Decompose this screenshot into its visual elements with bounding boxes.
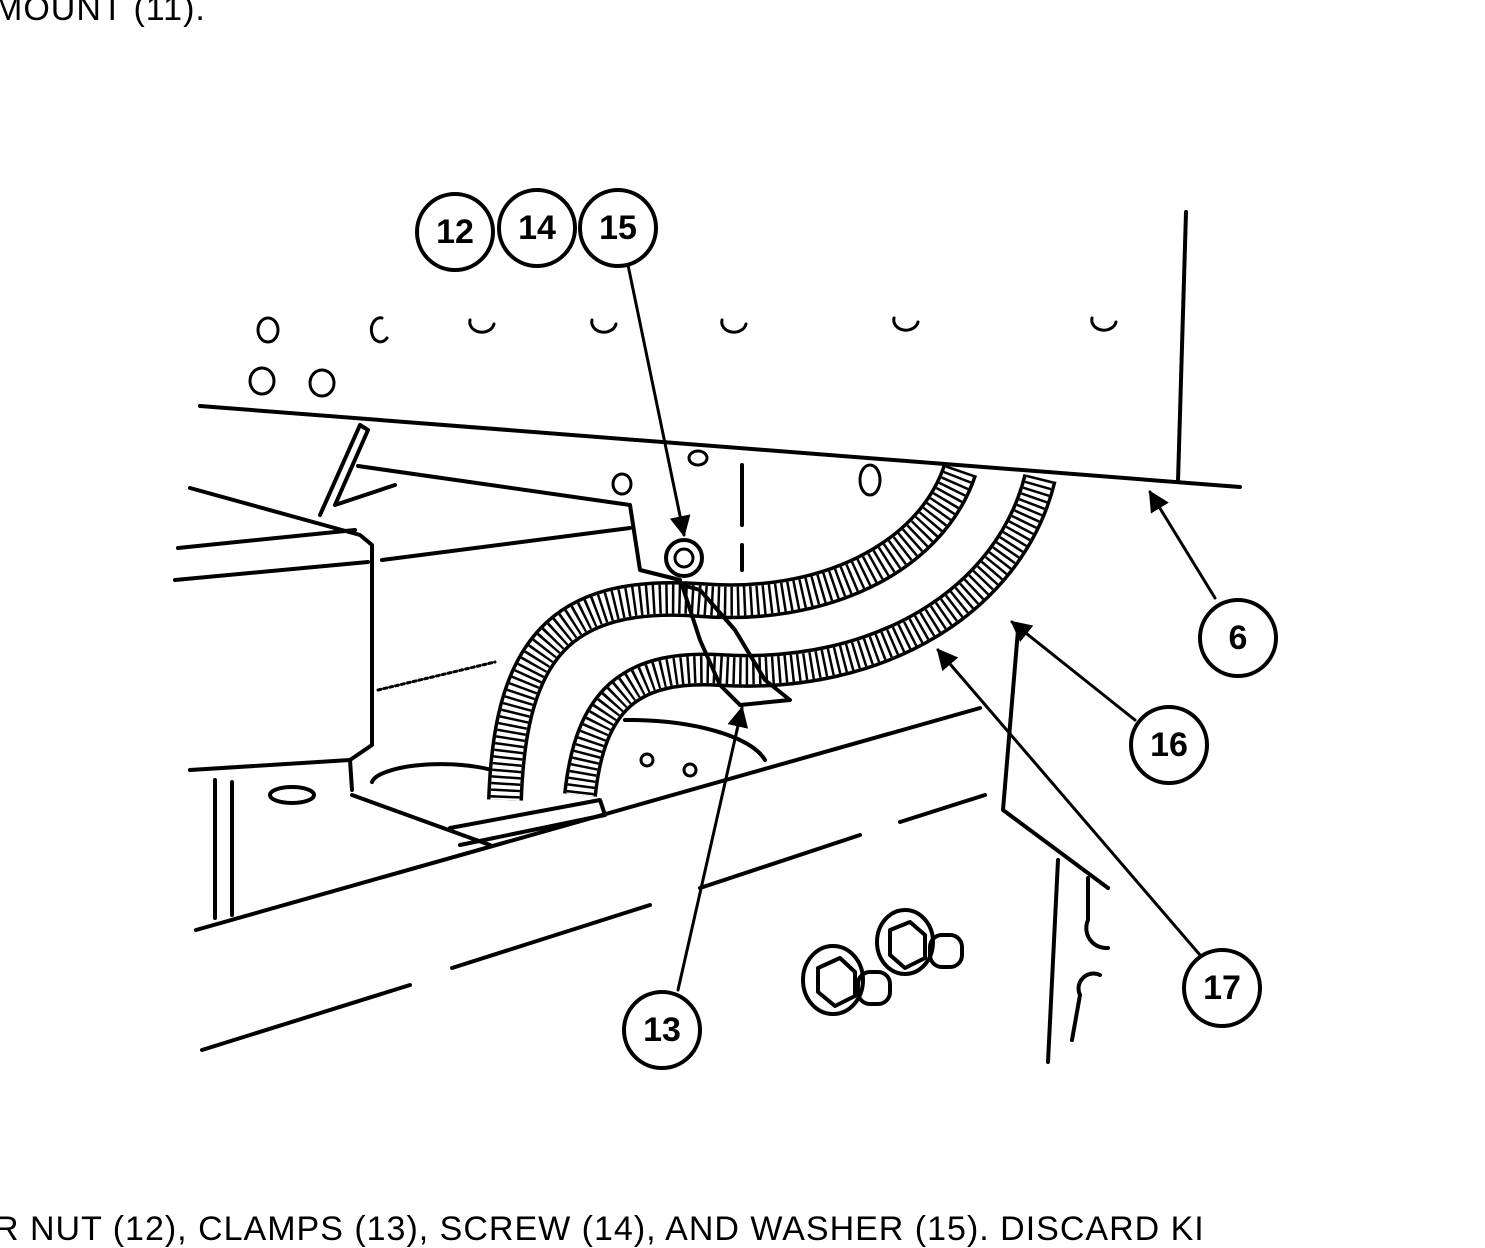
callout-14: 14 <box>497 188 577 268</box>
flange-nuts <box>801 908 964 1016</box>
instruction-text-top: MOUNT (11). <box>0 0 206 28</box>
hose-17 <box>563 473 1057 797</box>
callout-16-label: 16 <box>1150 726 1188 764</box>
callout-13: 13 <box>622 990 702 1070</box>
callout-17-label: 17 <box>1203 969 1241 1007</box>
instruction-text-bottom: R NUT (12), CLAMPS (13), SCREW (14), AND… <box>0 1210 1205 1248</box>
callout-17: 17 <box>1182 948 1262 1028</box>
callout-12-label: 12 <box>436 213 474 251</box>
callout-12: 12 <box>415 192 495 272</box>
leader-lines <box>626 263 1217 992</box>
callout-14-label: 14 <box>518 209 556 247</box>
right-bracket <box>1001 628 1110 1064</box>
hose-clamp <box>664 538 792 707</box>
hose-16 <box>487 463 978 801</box>
callout-6: 6 <box>1198 598 1278 678</box>
callout-15-label: 15 <box>599 209 637 247</box>
callout-13-label: 13 <box>643 1011 681 1049</box>
callout-15: 15 <box>578 188 658 268</box>
upper-panel <box>198 210 1242 497</box>
callout-6-label: 6 <box>1229 619 1248 657</box>
callout-16: 16 <box>1129 705 1209 785</box>
left-housing <box>173 423 744 772</box>
